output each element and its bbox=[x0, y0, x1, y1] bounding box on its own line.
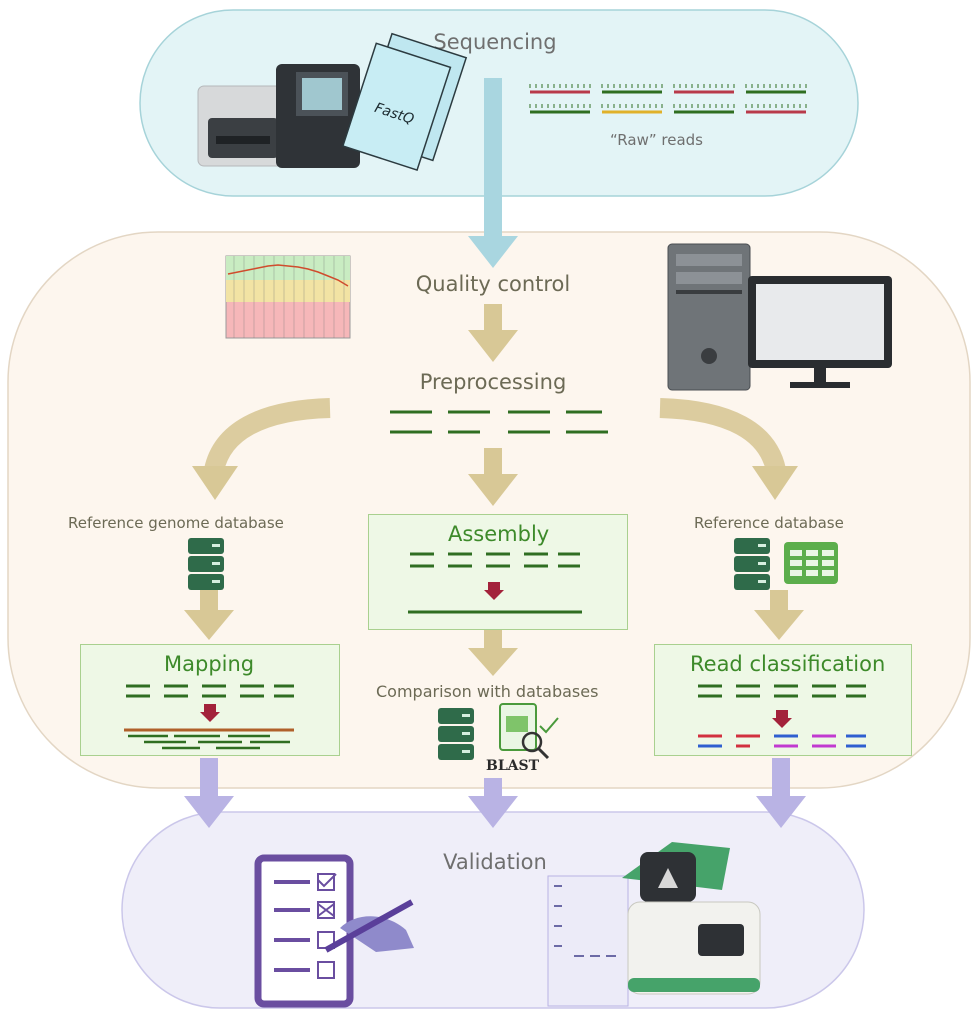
sequencer-icon bbox=[197, 64, 360, 168]
arrow-to-assembly bbox=[468, 448, 518, 506]
reference-genome-database-label: Reference genome database bbox=[68, 514, 284, 532]
server-icon-center bbox=[438, 708, 474, 760]
server-icon-right bbox=[734, 538, 770, 590]
quality-chart-icon bbox=[225, 255, 351, 339]
arrow-comparison-to-validation bbox=[468, 778, 518, 828]
arrow-curve-right bbox=[659, 398, 798, 500]
comparison-label: Comparison with databases bbox=[376, 682, 599, 701]
mapping-title: Mapping bbox=[164, 652, 255, 676]
spreadsheet-icon bbox=[784, 542, 838, 584]
mapping-diagram bbox=[124, 684, 294, 750]
pcr-machine-icon bbox=[622, 842, 761, 995]
quality-control-label: Quality control bbox=[415, 272, 571, 296]
arrow-to-mapping bbox=[184, 590, 234, 640]
preprocessing-label: Preprocessing bbox=[419, 370, 567, 394]
validation-title: Validation bbox=[443, 850, 547, 874]
arrow-to-read-classification bbox=[754, 590, 804, 640]
arrow-mapping-to-validation bbox=[184, 758, 234, 828]
arrow-sequencing-to-qc bbox=[468, 78, 518, 268]
fastq-files-icon bbox=[341, 32, 468, 172]
blast-search-icon bbox=[499, 703, 559, 760]
assembly-diagram bbox=[408, 552, 582, 614]
sequencing-title: Sequencing bbox=[433, 30, 557, 54]
preprocessed-reads-icon bbox=[390, 410, 608, 434]
mapping-box bbox=[80, 644, 340, 756]
arrow-curve-left bbox=[192, 398, 331, 500]
server-icon-left bbox=[188, 538, 224, 590]
checklist-icon bbox=[254, 854, 414, 1008]
read-classification-diagram bbox=[698, 684, 866, 748]
raw-reads-icon bbox=[529, 84, 807, 114]
computer-icon bbox=[667, 243, 892, 391]
arrow-qc-to-preprocessing bbox=[468, 304, 518, 362]
reference-database-label: Reference database bbox=[694, 514, 844, 532]
blast-label: BLAST bbox=[486, 758, 540, 774]
raw-reads-label: “Raw” reads bbox=[610, 131, 703, 149]
assembly-title: Assembly bbox=[448, 522, 550, 546]
arrow-classification-to-validation bbox=[756, 758, 806, 828]
read-classification-title: Read classification bbox=[690, 652, 886, 676]
arrow-to-comparison bbox=[468, 630, 518, 676]
